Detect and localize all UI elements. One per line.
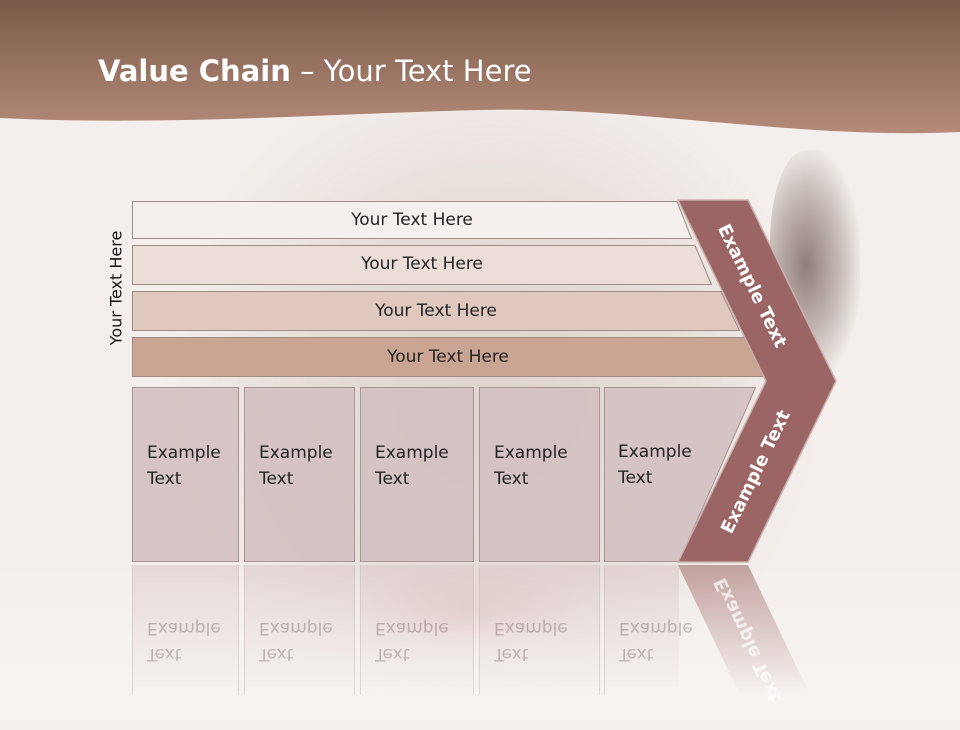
row-shape [132, 291, 740, 331]
row-label: Your Text Here [375, 301, 497, 321]
row-label: Your Text Here [361, 254, 483, 274]
box-text-line1: Example [494, 443, 568, 463]
primary-box-4: Example Text [479, 387, 600, 562]
refl-line1: Example [259, 618, 333, 638]
box-text-line2: Text [494, 469, 529, 489]
refl-line2: Text [147, 644, 182, 664]
box-reflection-1: Text Example [132, 565, 239, 695]
chevron-reflection [678, 565, 810, 695]
support-row-4: Your Text Here [132, 337, 764, 377]
refl-line1: Example [619, 618, 693, 638]
box-text-line1: Example [375, 443, 449, 463]
box-text-line1: Example [259, 443, 333, 463]
box-reflection-3: Text Example [360, 565, 474, 695]
primary-box-2: Example Text [244, 387, 355, 562]
margin-chevron [676, 199, 837, 563]
header-band [0, 0, 960, 134]
refl-line1: Example [375, 618, 449, 638]
box-reflection-2: Text Example [244, 565, 355, 695]
box-reflection-4: Text Example [479, 565, 600, 695]
row-label: Your Text Here [351, 210, 473, 230]
title-bold: Value Chain [98, 54, 291, 88]
box-text-line1: Example [147, 443, 221, 463]
support-row-2: Your Text Here [132, 245, 712, 285]
slide-title: Value Chain – Your Text Here [98, 54, 532, 88]
refl-line1: Example [494, 618, 568, 638]
box-text-line2: Text [259, 469, 294, 489]
refl-line2: Text [259, 644, 294, 664]
box-text-line2: Text [618, 468, 653, 488]
support-row-3: Your Text Here [132, 291, 740, 331]
support-row-1: Your Text Here [132, 201, 692, 239]
refl-line2: Text [375, 644, 410, 664]
refl-line2: Text [494, 644, 529, 664]
row-shape [132, 245, 712, 285]
box-text-line2: Text [147, 469, 182, 489]
row-label: Your Text Here [387, 347, 509, 367]
title-rest: – Your Text Here [290, 54, 532, 88]
row-shape [132, 201, 692, 239]
primary-box-3: Example Text [360, 387, 474, 562]
refl-line1: Example [147, 618, 221, 638]
primary-box-1: Example Text [132, 387, 239, 562]
box-text-line1: Example [618, 442, 692, 462]
refl-line2: Text [619, 644, 654, 664]
side-label: Your Text Here [106, 230, 126, 346]
box-text-line2: Text [375, 469, 410, 489]
box-reflection-5: Text Example [604, 565, 693, 695]
